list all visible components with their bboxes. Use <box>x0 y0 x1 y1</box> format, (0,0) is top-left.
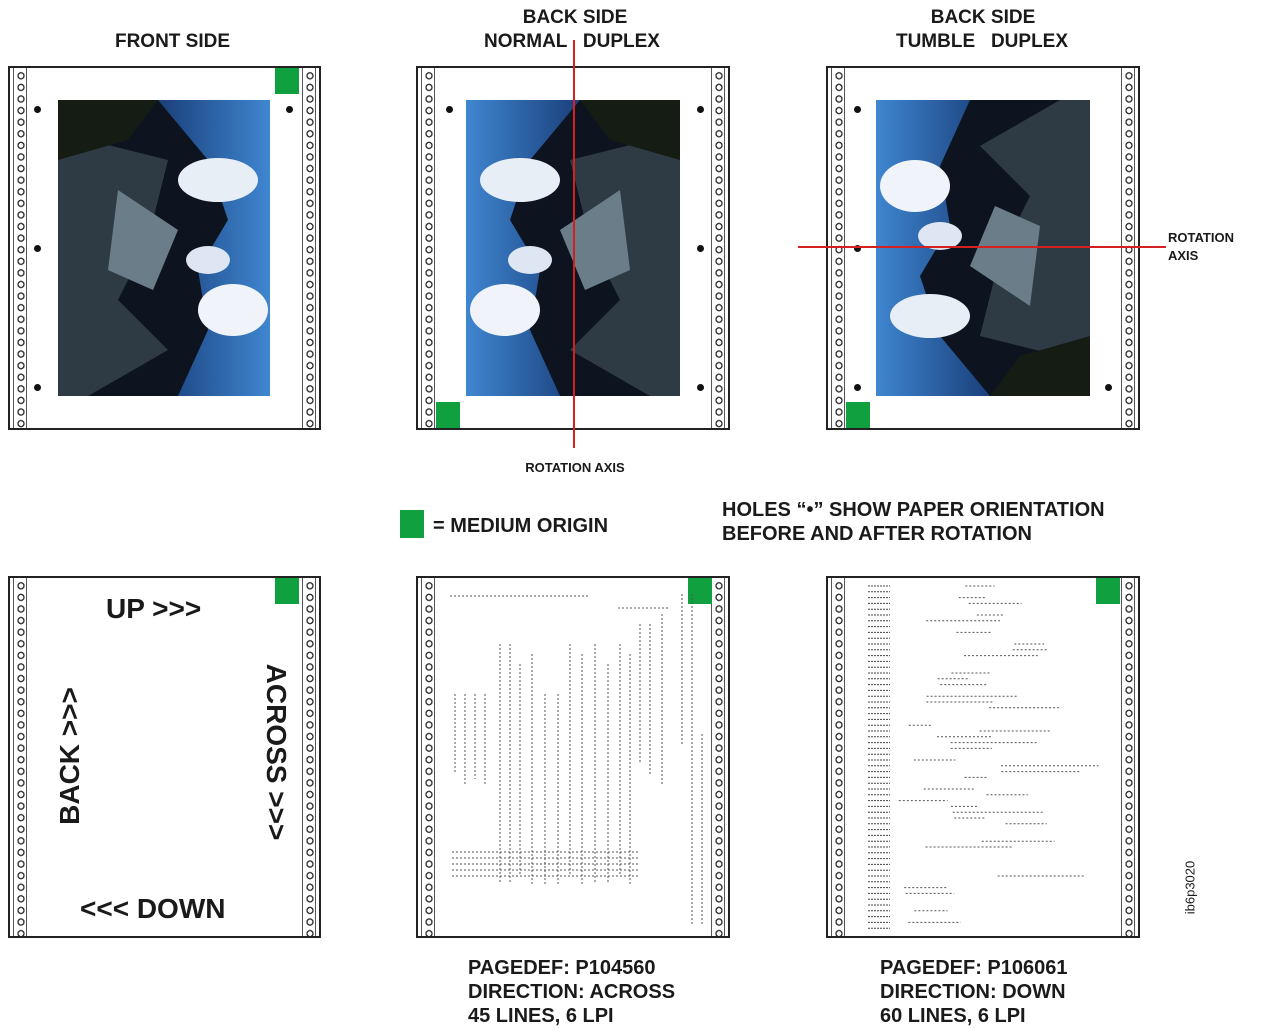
front-side-title: FRONT SIDE <box>114 31 231 52</box>
pagedef-across-line2: DIRECTION: ACROSS <box>468 981 676 1003</box>
tractor-holes-right <box>1121 68 1135 428</box>
paper-hole-dot <box>697 245 704 252</box>
pagedef-down-line2: DIRECTION: DOWN <box>880 981 1066 1003</box>
pagedef-down-line3: 60 LINES, 6 LPI <box>880 1005 1026 1027</box>
paper-hole-dot <box>446 106 453 113</box>
rotation-axis-horizontal <box>798 246 1166 248</box>
back-direction-label: BACK >>> <box>54 687 85 825</box>
tractor-holes-left <box>421 578 435 936</box>
medium-origin-legend-label: = MEDIUM ORIGIN <box>433 515 609 537</box>
across-direction-label: ACROSS >>> <box>261 663 292 841</box>
tumble-duplex-title-line1: BACK SIDE <box>930 7 1036 28</box>
medium-origin-square <box>846 402 870 428</box>
text-lines-down <box>868 585 1099 929</box>
tractor-holes-left <box>13 578 27 936</box>
paper-hole-dot <box>286 106 293 113</box>
paper-hole-dot <box>697 384 704 391</box>
text-lines-across <box>450 594 703 924</box>
tractor-holes-left <box>831 68 845 428</box>
rotation-axis-label-line2: AXIS <box>1168 248 1199 263</box>
medium-origin-square <box>436 402 460 428</box>
mountain-valley-photo <box>876 100 1090 396</box>
paper-hole-dot <box>34 106 41 113</box>
tractor-holes-left <box>421 68 435 428</box>
tractor-holes-left <box>13 68 27 428</box>
tractor-holes-left <box>831 578 845 936</box>
direction-page: UP >>> <<< DOWN BACK >>> ACROSS >>> <box>8 576 321 938</box>
paper-hole-dot <box>697 106 704 113</box>
holes-note-line1: HOLES “•” SHOW PAPER ORIENTATION <box>722 499 1105 521</box>
rotation-axis-label: ROTATION AXIS <box>525 460 625 475</box>
paper-hole-dot <box>34 245 41 252</box>
medium-origin-square <box>275 68 299 94</box>
down-direction-label: <<< DOWN <box>80 893 226 924</box>
tractor-holes-right <box>302 578 316 936</box>
up-direction-label: UP >>> <box>106 593 202 624</box>
front-side-page <box>8 66 321 430</box>
tumble-duplex-page <box>826 66 1140 430</box>
holes-note-line2: BEFORE AND AFTER ROTATION <box>722 523 1032 545</box>
down-text-page <box>826 576 1140 938</box>
across-text-page <box>416 576 730 938</box>
paper-hole-dot <box>854 384 861 391</box>
medium-origin-square <box>275 578 299 604</box>
paper-hole-dot <box>34 384 41 391</box>
pagedef-across-line3: 45 LINES, 6 LPI <box>468 1005 614 1027</box>
paper-hole-dot <box>1105 384 1112 391</box>
medium-origin-square <box>1096 578 1120 604</box>
medium-origin-legend-swatch <box>400 510 424 538</box>
rotation-axis-label-line1: ROTATION <box>1168 230 1234 245</box>
figure-id: ib6p3020 <box>1182 860 1198 915</box>
pagedef-across-line1: PAGEDEF: P104560 <box>468 957 656 979</box>
normal-duplex-title-line1: BACK SIDE <box>522 7 628 28</box>
paper-hole-dot <box>854 245 861 252</box>
pagedef-down-line1: PAGEDEF: P106061 <box>880 957 1068 979</box>
mountain-valley-photo <box>58 100 270 396</box>
tractor-holes-right <box>711 68 725 428</box>
normal-duplex-title-line2: NORMAL DUPLEX <box>484 31 660 52</box>
rotation-axis-vertical <box>573 40 575 448</box>
tractor-holes-right <box>302 68 316 428</box>
tractor-holes-right <box>711 578 725 936</box>
tumble-duplex-title-line2: TUMBLE DUPLEX <box>895 31 1069 52</box>
paper-hole-dot <box>854 106 861 113</box>
tractor-holes-right <box>1121 578 1135 936</box>
